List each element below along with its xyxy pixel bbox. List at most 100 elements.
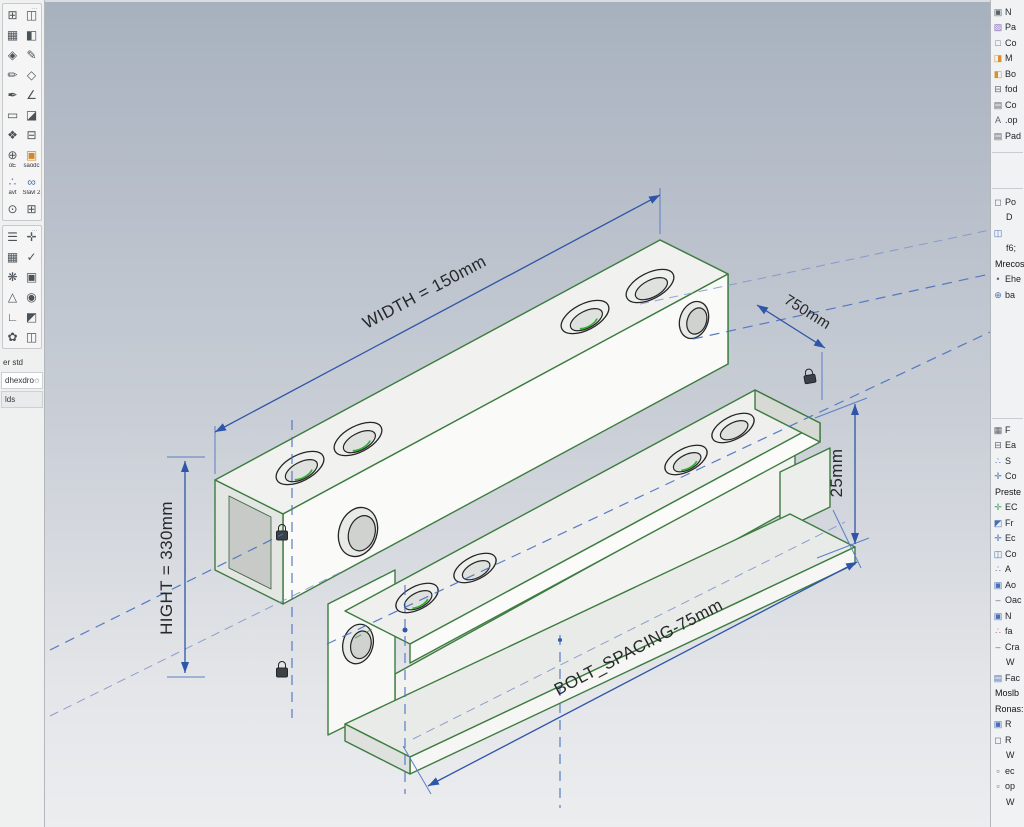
tree-item[interactable]: A .op [993, 113, 1024, 129]
tree-item[interactable]: ⊕ ba [993, 287, 1024, 303]
brush-detail-icon[interactable]: ◪ [25, 108, 38, 122]
corner-window-icon[interactable]: ◧ [25, 28, 38, 42]
tree-item[interactable]: ▦ F [993, 422, 1024, 438]
orange-box-icon[interactable]: ▣ saodc [23, 148, 40, 169]
tree-item[interactable]: ▤ Co [993, 97, 1024, 113]
gears-icon[interactable]: ✿ [7, 330, 18, 344]
cube-node-icon[interactable]: ◇ [26, 68, 37, 82]
base-right-web-face[interactable] [779, 447, 831, 532]
camera-icon[interactable]: ◉ [26, 290, 37, 304]
tree-item[interactable]: ▤ Fac [993, 670, 1024, 686]
tree-item-label: D [1006, 212, 1013, 223]
tree-item[interactable]: ✛ Co [993, 469, 1024, 485]
tree-item[interactable]: ▣ Ao [993, 577, 1024, 593]
check-chart-icon[interactable]: ✓ [26, 250, 37, 264]
tree-item-icon: ∴ [995, 564, 1001, 575]
plate-end-face[interactable] [754, 389, 821, 443]
tree-item[interactable]: ✛ Ec [993, 531, 1024, 547]
dim-depth-label[interactable]: 750mm [781, 291, 834, 333]
tree-item[interactable]: ◨ M [993, 51, 1024, 67]
list-item-dhexdro[interactable]: dhexdro ✩ [1, 372, 43, 389]
base-flange-end-face[interactable] [344, 723, 411, 775]
web-bore-hole[interactable] [338, 621, 377, 667]
tag-window-icon[interactable]: ◫ [25, 8, 38, 22]
model-canvas[interactable]: WIDTH = 150mm 750mm 25mm HIGHT = 330mm [45, 2, 990, 827]
tree-item[interactable]: D [993, 210, 1024, 226]
dim-step-height-label[interactable]: 25mm [827, 449, 846, 498]
tree-item[interactable]: ◫ [993, 225, 1024, 241]
3d-viewport[interactable]: WIDTH = 150mm 750mm 25mm HIGHT = 330mm [45, 0, 990, 827]
table-icon[interactable]: ⊞ [26, 202, 37, 216]
tree-item[interactable]: – Oac [993, 593, 1024, 609]
counterbore-hole[interactable] [660, 439, 711, 481]
globe-net-icon[interactable]: ⊕ oE [7, 148, 18, 169]
section-label[interactable]: Preste [993, 484, 1024, 500]
tree-item[interactable]: W [993, 794, 1024, 810]
monitor-icon[interactable]: ▣ [25, 270, 38, 284]
dim-height-label[interactable]: HIGHT = 330mm [157, 501, 176, 635]
edit-line-icon[interactable]: ✏ [7, 68, 18, 82]
tree-item[interactable]: ⊟ fod [993, 82, 1024, 98]
bar-cavity-face[interactable] [228, 495, 272, 590]
measure-line-icon[interactable]: ∠ [26, 88, 37, 102]
clipboard-icon[interactable]: ⊞ [7, 8, 18, 22]
tree-item[interactable]: f6; [993, 241, 1024, 257]
grid-icon[interactable]: ▦ [6, 250, 19, 264]
dimension-line-width [214, 194, 661, 433]
screen-icon[interactable]: ▭ [6, 108, 19, 122]
tree-item[interactable]: ⊟ Ea [993, 438, 1024, 454]
tree-item-label: fa [1005, 626, 1013, 637]
sketch-point[interactable] [402, 627, 408, 633]
tree-item[interactable]: □ Co [993, 35, 1024, 51]
tree-item[interactable]: – Cra [993, 639, 1024, 655]
pattern-icon[interactable]: ❋ [7, 270, 18, 284]
toolbar-grip-icon[interactable]: … [31, 4, 38, 11]
tree-item[interactable]: W [993, 655, 1024, 671]
chain-link-icon[interactable]: ∞ Slavl 2 [22, 175, 41, 196]
node-link-icon[interactable]: ◈ [7, 48, 18, 62]
tree-item[interactable]: ◫ Co [993, 546, 1024, 562]
tree-item[interactable]: W [993, 748, 1024, 764]
section-label[interactable]: Mrecos [993, 256, 1024, 272]
toolbar-grip-icon[interactable]: … [31, 226, 38, 233]
tree-item[interactable]: ◻ R [993, 732, 1024, 748]
image-icon[interactable]: ▦ [6, 28, 19, 42]
tree-item-icon: ◩ [993, 517, 1003, 528]
brush-icon[interactable]: ✒ [7, 88, 18, 102]
tree-item[interactable]: ◻ Po [993, 194, 1024, 210]
section-label[interactable]: Ronas: [993, 701, 1024, 717]
tree-item[interactable]: ▣ R [993, 717, 1024, 733]
tree-item[interactable]: ◧ Bo [993, 66, 1024, 82]
tree-item-icon: • [996, 274, 1000, 285]
counterbore-hole[interactable] [707, 407, 758, 449]
tree-item[interactable]: ▣ N [993, 4, 1024, 20]
hand-tool-icon[interactable]: ❖ [7, 128, 18, 142]
list-item-lds[interactable]: lds [1, 391, 43, 408]
tree-item[interactable]: ∴ fa [993, 624, 1024, 640]
list-item-er-std[interactable]: er std [3, 358, 24, 367]
section-label[interactable]: Moslb [993, 686, 1024, 702]
ruler-icon[interactable]: ∟ [6, 310, 19, 324]
tree-item[interactable]: ▨ Pa [993, 20, 1024, 36]
cloud-icon[interactable]: ⊙ [7, 202, 18, 216]
tree-item[interactable]: ▣ N [993, 608, 1024, 624]
tree-item[interactable]: • Ehe [993, 272, 1024, 288]
label-box-icon[interactable]: ⊟ [26, 128, 37, 142]
layout-icon[interactable]: ◫ [25, 330, 38, 344]
tree-item[interactable]: ▤ Pad [993, 128, 1024, 144]
tree-item[interactable]: ∴ A [993, 562, 1024, 578]
front-bore-hole[interactable] [332, 502, 384, 561]
tree-item[interactable]: ∴ S [993, 453, 1024, 469]
pen-icon[interactable]: ✎ [26, 48, 37, 62]
counterbore-hole[interactable] [271, 444, 329, 491]
robot-icon[interactable]: ◩ [25, 310, 38, 324]
stamp-icon[interactable]: ☰ [7, 230, 18, 244]
end-bore-hole[interactable] [674, 297, 713, 342]
tree-item[interactable]: ▫ ec [993, 763, 1024, 779]
wrench-icon[interactable]: ✛ [26, 230, 37, 244]
tree-item[interactable]: ✛ EC [993, 500, 1024, 516]
tree-item[interactable]: ▫ op [993, 779, 1024, 795]
dots-cluster-icon[interactable]: ∴ avt [8, 175, 17, 196]
tree-item[interactable]: ◩ Fr [993, 515, 1024, 531]
angle-icon[interactable]: △ [7, 290, 18, 304]
